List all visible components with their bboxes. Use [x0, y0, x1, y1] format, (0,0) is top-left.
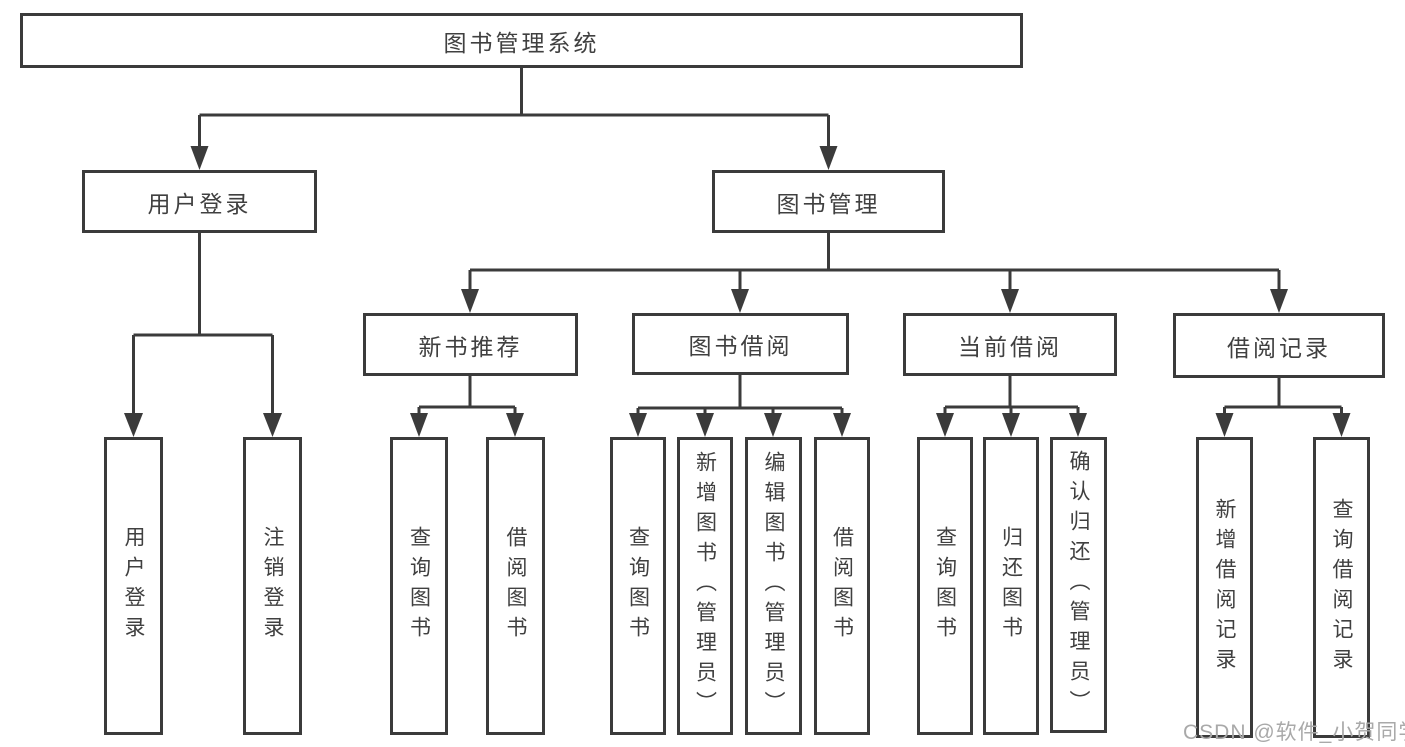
node-label: 借阅记录	[1227, 334, 1331, 361]
leaf-edit-books-admin: 编辑图书（管理员）	[745, 437, 802, 735]
node-root-library-system: 图书管理系统	[20, 13, 1023, 68]
node-label: 图书管理	[776, 190, 881, 217]
node-label: 用户登录	[147, 190, 252, 217]
csdn-watermark: CSDN @软件_小贺同学	[1183, 721, 1405, 744]
leaf-query-books-recommend: 查询图书	[390, 437, 448, 735]
leaf-label: 查询图书	[933, 526, 957, 646]
node-user-login-group: 用户登录	[82, 170, 317, 233]
node-label: 新书推荐	[418, 333, 523, 360]
node-borrowing-records: 借阅记录	[1173, 313, 1385, 378]
leaf-confirm-return-admin: 确认归还（管理员）	[1050, 437, 1107, 733]
leaf-label: 新增图书（管理员）	[693, 451, 717, 721]
node-current-borrowing: 当前借阅	[903, 313, 1117, 376]
leaf-query-borrow-record: 查询借阅记录	[1313, 437, 1370, 738]
leaf-user-login: 用户登录	[104, 437, 163, 735]
leaf-label: 注销登录	[261, 526, 284, 646]
leaf-label: 编辑图书（管理员）	[762, 451, 785, 721]
leaf-label: 确认归还（管理员）	[1067, 450, 1090, 720]
leaf-label: 查询图书	[407, 526, 431, 646]
leaf-borrow-books: 借阅图书	[814, 437, 870, 735]
node-new-book-recommend: 新书推荐	[363, 313, 578, 376]
leaf-logout: 注销登录	[243, 437, 302, 735]
leaf-label: 借阅图书	[830, 526, 854, 646]
leaf-label: 借阅图书	[504, 526, 527, 646]
leaf-label: 用户登录	[122, 526, 145, 646]
leaf-borrow-books-recommend: 借阅图书	[486, 437, 545, 735]
leaf-add-books-admin: 新增图书（管理员）	[677, 437, 733, 735]
node-book-management: 图书管理	[712, 170, 945, 233]
node-label: 当前借阅	[958, 333, 1062, 360]
leaf-query-books-current: 查询图书	[917, 437, 973, 735]
node-book-borrowing: 图书借阅	[632, 313, 849, 375]
leaf-query-books-borrowing: 查询图书	[610, 437, 666, 735]
leaf-label: 归还图书	[999, 526, 1023, 646]
leaf-label: 查询图书	[626, 526, 650, 646]
leaf-label: 新增借阅记录	[1213, 497, 1236, 678]
leaf-label: 查询借阅记录	[1330, 497, 1353, 678]
node-label: 图书管理系统	[443, 29, 600, 56]
leaf-add-borrow-record: 新增借阅记录	[1196, 437, 1253, 738]
leaf-return-books: 归还图书	[983, 437, 1039, 735]
node-label: 图书借阅	[688, 333, 793, 359]
